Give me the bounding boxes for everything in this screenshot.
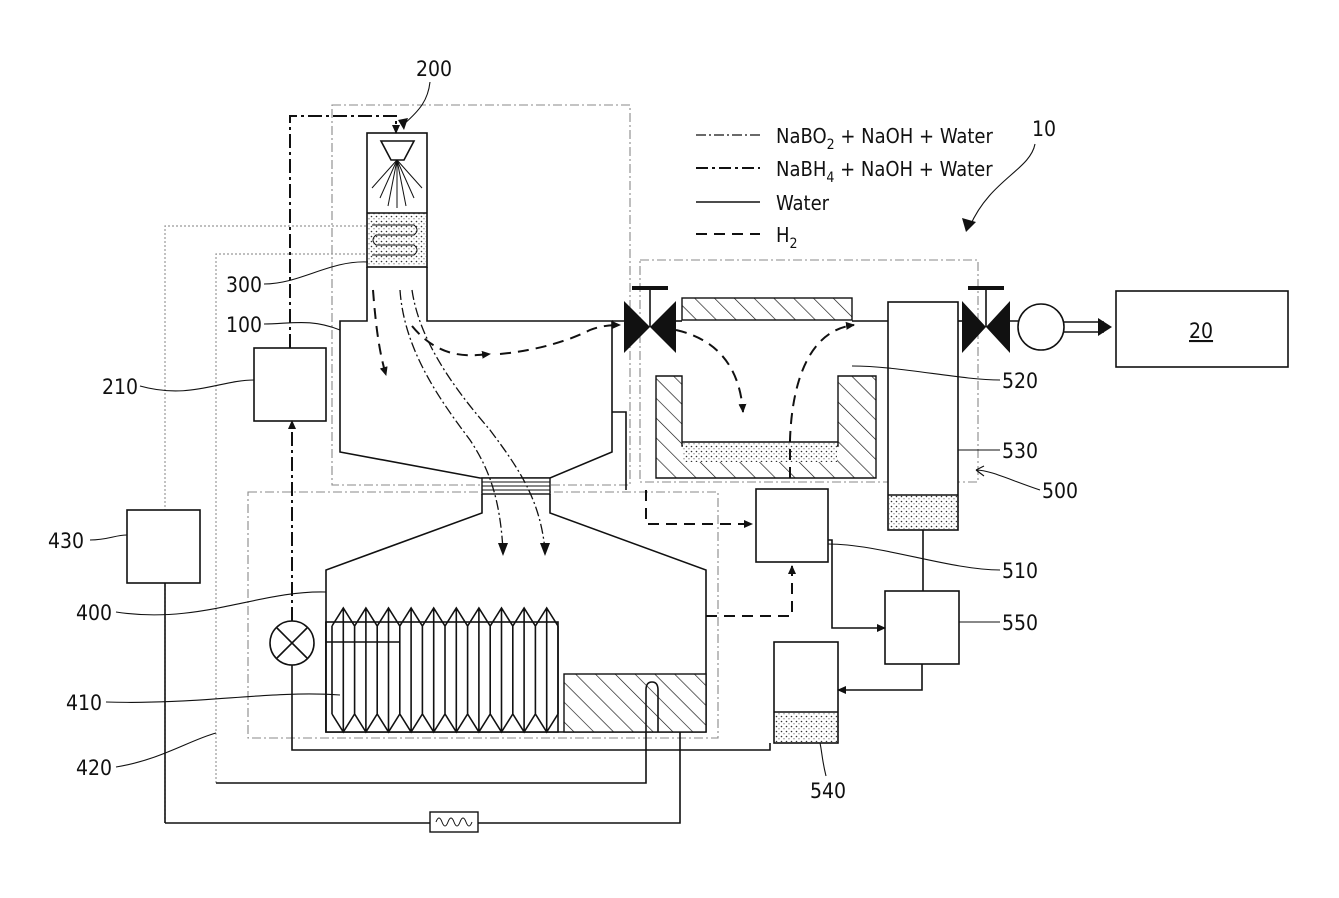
separator-column: [888, 302, 958, 530]
box-510: [756, 489, 828, 562]
water-reservoir: [774, 642, 838, 743]
label-100: 100: [226, 313, 262, 337]
legend-water: Water: [776, 191, 830, 215]
box-430: [127, 510, 200, 583]
label-530: 530: [1002, 439, 1038, 463]
legend-hydrogen: H2: [776, 223, 798, 252]
label-550: 550: [1002, 611, 1038, 635]
outlet-pipe: [1018, 304, 1112, 350]
label-430: 430: [48, 529, 84, 553]
label-510: 510: [1002, 559, 1038, 583]
label-420: 420: [76, 756, 112, 780]
label-540: 540: [810, 779, 846, 803]
legend: NaBO2 + NaOH + Water NaBH4 + NaOH + Wate…: [696, 124, 994, 252]
label-200: 200: [416, 57, 452, 81]
reaction-chamber: [340, 267, 612, 494]
label-400: 400: [76, 601, 112, 625]
label-410: 410: [66, 691, 102, 715]
label-20: 20: [1189, 319, 1213, 343]
label-10: 10: [1032, 117, 1056, 141]
spray-nozzle-unit: [367, 133, 427, 267]
legend-borohydride: NaBH4 + NaOH + Water: [776, 157, 993, 186]
heater-coil: [430, 812, 478, 832]
label-520: 520: [1002, 369, 1038, 393]
label-210: 210: [102, 375, 138, 399]
humidifier-vessel: [656, 298, 876, 478]
legend-borate: NaBO2 + NaOH + Water: [776, 124, 994, 153]
box-550: [885, 591, 959, 664]
valve-right: [962, 288, 1010, 353]
valve-left: [624, 288, 676, 353]
feed-pump: [270, 621, 314, 665]
label-500: 500: [1042, 479, 1078, 503]
box-210: [254, 348, 326, 421]
condenser-fins: [326, 608, 558, 732]
label-300: 300: [226, 273, 262, 297]
